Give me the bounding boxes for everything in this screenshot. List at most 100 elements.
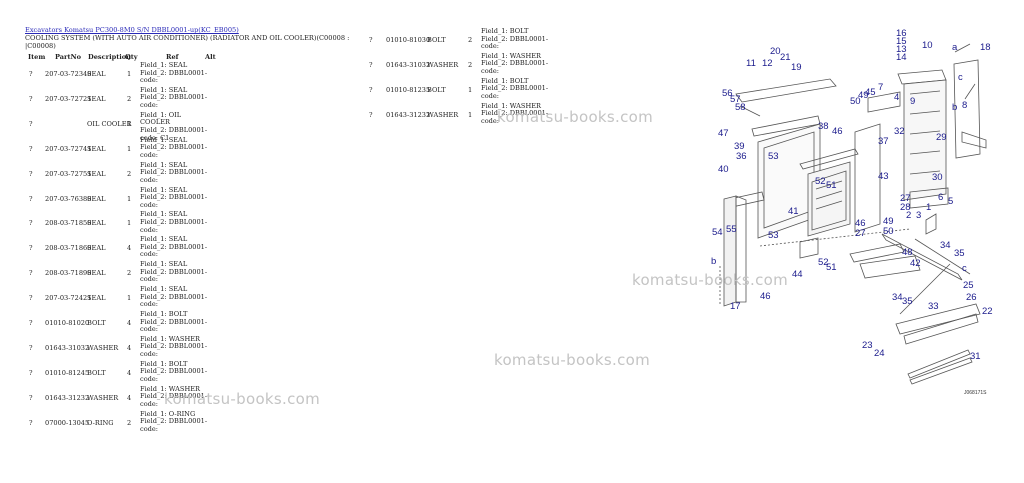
callout-label: 29 — [936, 132, 947, 143]
breadcrumb-link[interactable]: Excavators Komatsu PC300-8M0 S/N DBBL000… — [25, 26, 239, 34]
cell-qty: 2 — [127, 94, 132, 103]
ref-field-line: Field_1: SEAL — [140, 210, 188, 219]
cell-item: ? — [369, 36, 373, 44]
ref-field-line: Field_2: DBBL0001- — [481, 84, 549, 93]
ref-field-line: Field_2: DBBL0001- — [140, 292, 208, 301]
callout-label: 39 — [734, 141, 745, 152]
callout-label: 27 — [900, 193, 911, 204]
callout-label: 54 — [712, 227, 723, 238]
cell-partno: 207-03-76380 — [45, 194, 92, 203]
cell-qty: 1 — [127, 219, 132, 228]
cell-item: ? — [29, 194, 33, 203]
ref-field-line: Field_2: DBBL0001- — [140, 168, 208, 177]
cell-qty: 1 — [127, 194, 132, 203]
callout-label: c — [962, 263, 967, 274]
ref-field-line: Field_1: SEAL — [140, 260, 188, 269]
ref-field-line: Field_2: DBBL0001- — [140, 143, 208, 152]
cell-partno: 207-03-72741 — [45, 144, 92, 153]
cell-item: ? — [29, 119, 33, 128]
cell-qty: 2 — [127, 269, 132, 278]
ref-field-line: Field_2: DBBL0001- — [140, 193, 208, 202]
cell-item: ? — [369, 85, 373, 94]
callout-label: 18 — [980, 42, 991, 53]
cell-description: SEAL — [87, 144, 106, 153]
ref-field-line: Field_1: OIL COOLER — [140, 110, 182, 127]
callout-label: 34 — [892, 292, 903, 303]
ref-field-line: code: — [140, 101, 159, 110]
ref-field-line: Field_1: SEAL — [140, 285, 188, 294]
callout-label: 41 — [788, 206, 799, 217]
cell-partno: 207-03-72751 — [45, 169, 92, 178]
callout-label: b — [952, 102, 957, 113]
page-title-line1: COOLING SYSTEM (WITH AUTO AIR CONDITIONE… — [25, 34, 350, 42]
col-header-qty: Qty — [125, 53, 138, 61]
callout-label: 36 — [736, 151, 747, 162]
ref-field-line: code: — [140, 275, 159, 284]
ref-field-line: Field_1: SEAL — [140, 185, 188, 194]
col-header-item: Item — [28, 53, 46, 61]
ref-field-line: code: — [140, 424, 159, 433]
cell-partno: 207-03-72421 — [45, 294, 92, 303]
callout-label: 24 — [874, 348, 885, 359]
callout-label: 51 — [826, 262, 837, 273]
callout-label: 50 — [850, 96, 861, 107]
callout-label: 14 — [896, 52, 907, 63]
ref-field-line: code: — [481, 67, 500, 76]
callout-label: 13 — [896, 44, 907, 55]
callout-label: 15 — [896, 36, 907, 47]
callout-label: 4 — [894, 92, 899, 103]
cell-partno: 207-03-72721 — [45, 94, 92, 103]
callout-label: 48 — [902, 247, 913, 258]
callout-label: 56 — [722, 88, 733, 99]
callout-label: 27 — [855, 228, 866, 239]
callout-label: 11 — [746, 58, 756, 69]
callout-label: 31 — [970, 351, 981, 362]
ref-field-line: Field_1: BOLT — [140, 310, 188, 318]
callout-label: b — [711, 256, 716, 267]
callout-label: 38 — [818, 121, 829, 132]
callout-label: 23 — [862, 340, 873, 351]
cell-description: BOLT — [87, 319, 106, 327]
cell-partno: 01010-81020 — [45, 319, 90, 327]
ref-field-line: Field_1: O-RING — [140, 409, 196, 418]
cell-description: SEAL — [87, 244, 106, 253]
cell-description: WASHER — [87, 393, 119, 402]
ref-field-line: code: — [481, 116, 500, 125]
col-header-description: Description — [88, 53, 131, 61]
ref-field-line: Field_2: DBBL0001- — [140, 392, 208, 401]
ref-field-line: Field_2: DBBL0001- — [140, 417, 208, 426]
cell-qty: 2 — [127, 169, 132, 178]
cell-description: SEAL — [87, 219, 106, 228]
callout-label: 34 — [940, 240, 951, 251]
cell-item: ? — [29, 393, 33, 402]
callout-label: 35 — [954, 248, 965, 259]
cell-description: BOLT — [427, 85, 446, 94]
col-header-alt: Alt — [205, 53, 216, 61]
ref-field-line: Field_2: DBBL0001- — [481, 59, 549, 68]
cell-partno: 01643-31232 — [45, 393, 90, 402]
ref-field-line: code: — [140, 175, 159, 184]
callout-label: 35 — [902, 296, 913, 307]
cell-item: ? — [29, 219, 33, 228]
callout-label: 50 — [883, 226, 894, 237]
cell-qty: 1 — [468, 110, 473, 119]
cell-qty: 2 — [468, 60, 473, 69]
callout-label: 46 — [760, 291, 771, 302]
cell-partno: 207-03-72340 — [45, 70, 92, 78]
cell-description: O-RING — [87, 418, 114, 427]
callout-label: 43 — [878, 171, 889, 182]
cell-description: SEAL — [87, 294, 106, 303]
callout-label: 46 — [855, 218, 866, 229]
watermark-1: komatsu-books.com — [497, 108, 654, 126]
ref-field-line: Field_1: WASHER — [481, 51, 541, 60]
ref-field-line: code: — [481, 91, 500, 100]
col-header-partno: PartNo — [55, 53, 81, 61]
